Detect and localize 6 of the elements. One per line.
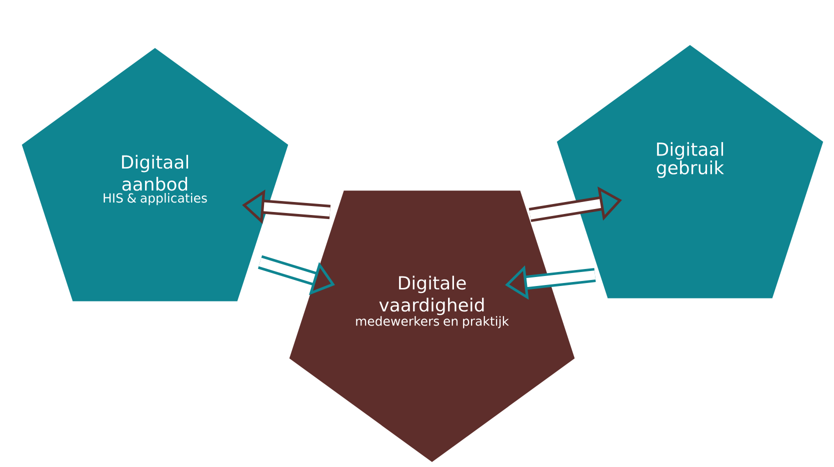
- pentagon-label: Digitaal aanbod HIS & applicaties: [104, 154, 207, 206]
- pentagon: [556, 45, 824, 298]
- pentagon-label: Digitaal gebruik: [656, 142, 724, 178]
- pentagon: [289, 190, 575, 462]
- pentagon-label: Digitale vaardigheid medewerkers en praktijk: [356, 276, 509, 328]
- pentagon: [22, 48, 288, 302]
